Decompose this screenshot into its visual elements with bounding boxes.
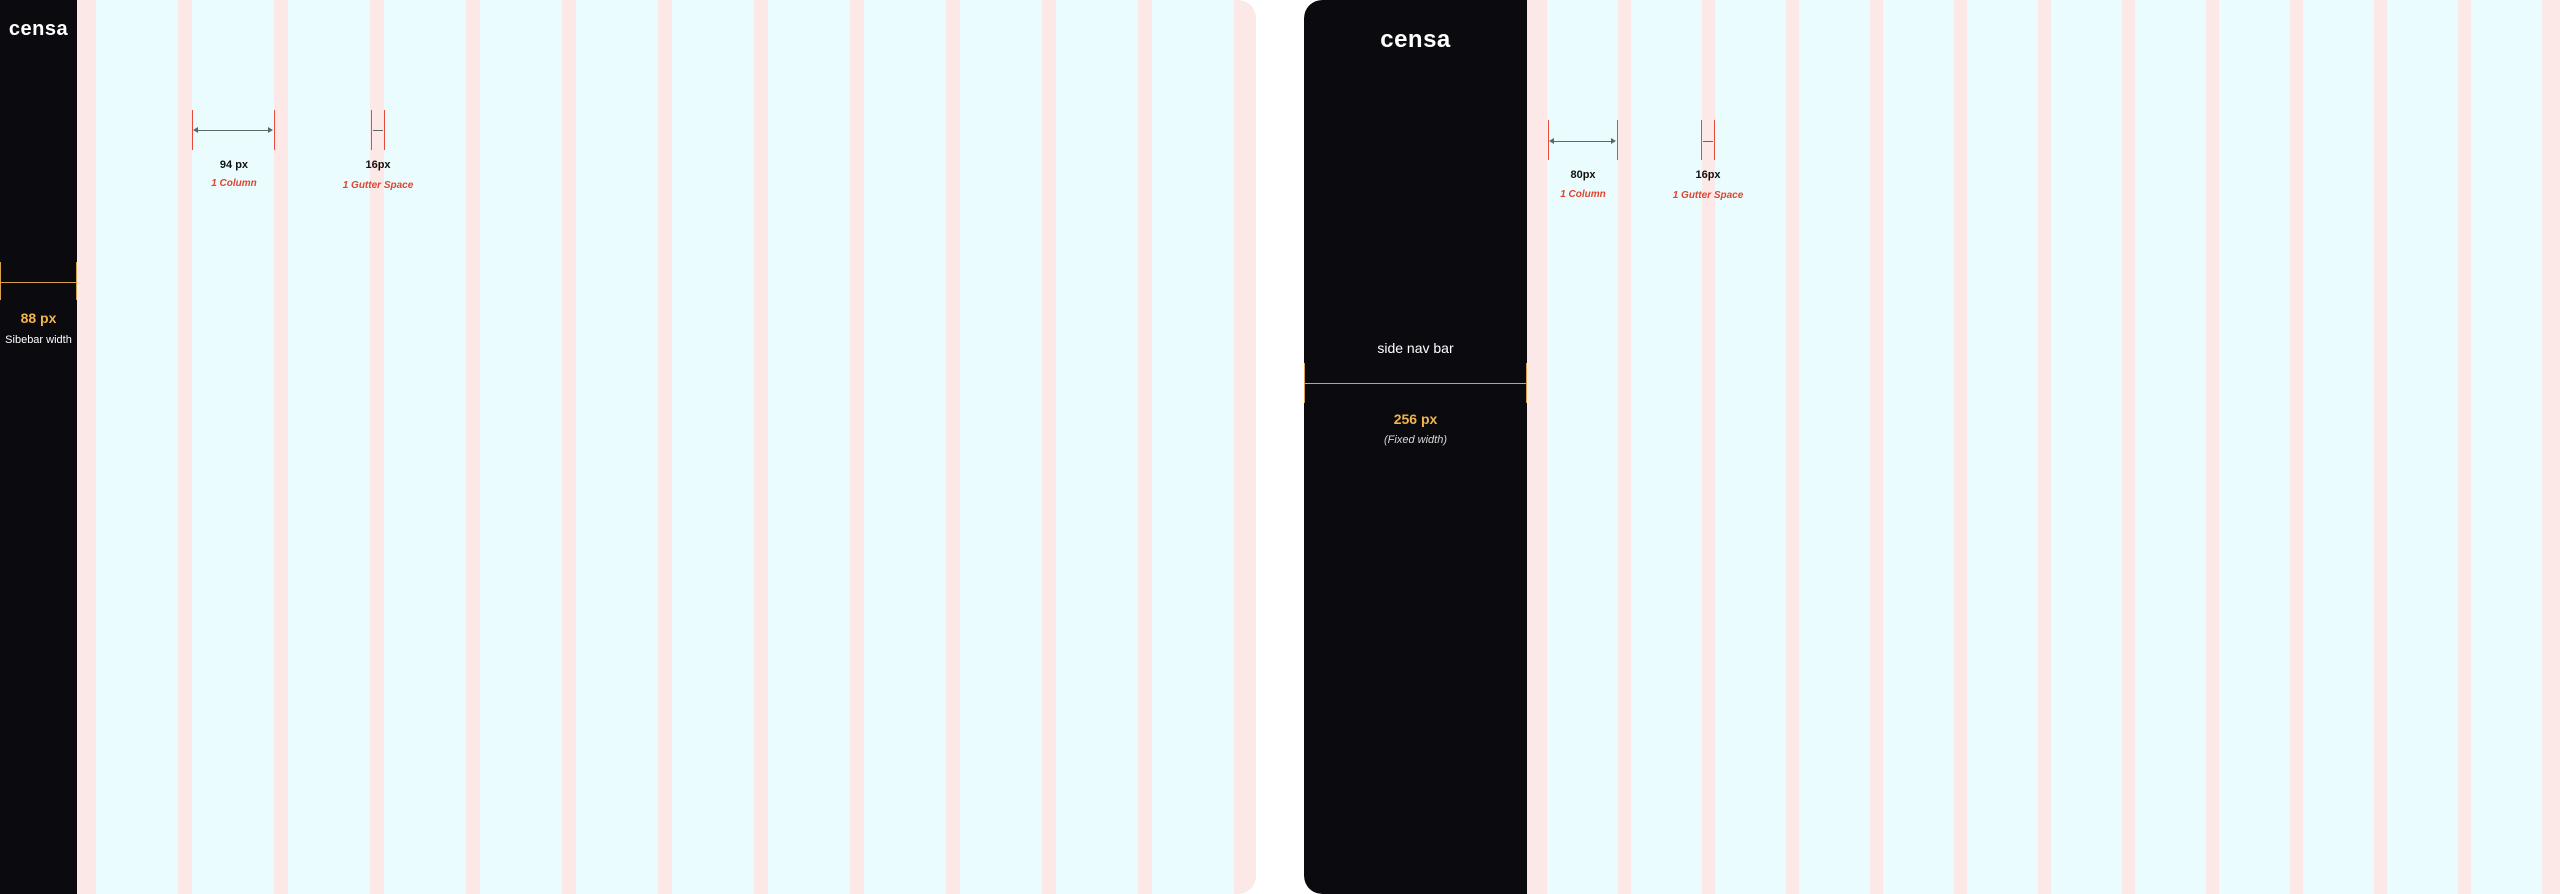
- gutter-measure-line: [373, 130, 383, 131]
- grid-column: [1967, 0, 2038, 894]
- column-arrow-left: [193, 127, 198, 133]
- grid-column: [384, 0, 466, 894]
- gutter-width-value: 16px: [365, 159, 391, 171]
- column-caption: 1 Column: [211, 178, 257, 189]
- grid-frame-left: censa 88 px Sibebar width 94 px 1 Column…: [0, 0, 1256, 894]
- column-measure-tick-right: [274, 110, 275, 150]
- column-width-value: 94 px: [219, 159, 249, 171]
- grid-column: [864, 0, 946, 894]
- side-nav-bar: censa side nav bar 256 px (Fixed width): [1304, 0, 1527, 894]
- grid-column: [2303, 0, 2374, 894]
- column-measure-line: [1551, 141, 1614, 142]
- grid-column: [1883, 0, 1954, 894]
- sidebar-collapsed: censa 88 px Sibebar width: [0, 0, 77, 894]
- nav-measure-line: [1304, 383, 1527, 384]
- column-measure-tick-right: [1617, 120, 1618, 160]
- grid-column: [2471, 0, 2542, 894]
- logo-text: censa: [1380, 26, 1451, 53]
- grid-column: [1715, 0, 1786, 894]
- grid-frame-right: censa side nav bar 256 px (Fixed width) …: [1304, 0, 2560, 894]
- gutter-caption: 1 Gutter Space: [342, 180, 414, 191]
- nav-label: side nav bar: [1377, 340, 1454, 356]
- grid-column: [2051, 0, 2122, 894]
- column-arrow-right: [268, 127, 273, 133]
- gutter-measure-tick-left: [1701, 120, 1702, 160]
- gutter-measure-tick-right: [384, 110, 385, 150]
- grid-column: [672, 0, 754, 894]
- grid-column: [1631, 0, 1702, 894]
- sidebar-measure-line: [0, 282, 77, 283]
- grid-column: [576, 0, 658, 894]
- grid-column: [2219, 0, 2290, 894]
- sidebar-measure-tick-right: [76, 262, 77, 300]
- nav-width-caption: (Fixed width): [1384, 434, 1447, 446]
- grid-column: [768, 0, 850, 894]
- column-measure-line: [195, 130, 271, 131]
- column-measure-tick-left: [192, 110, 193, 150]
- column-arrow-left: [1549, 138, 1554, 144]
- grid-column: [1547, 0, 1618, 894]
- sidebar-width-caption: Sibebar width: [5, 334, 72, 346]
- censa-logo: censa: [1304, 26, 1527, 54]
- column-width-value: 80px: [1570, 169, 1596, 181]
- grid-column: [1799, 0, 1870, 894]
- gutter-measure-tick-right: [1714, 120, 1715, 160]
- grid-column: [480, 0, 562, 894]
- gutter-caption: 1 Gutter Space: [1672, 190, 1744, 201]
- logo-text: censa: [8, 18, 69, 40]
- grid-column: [960, 0, 1042, 894]
- grid-column: [288, 0, 370, 894]
- grid-column: [192, 0, 274, 894]
- gutter-measure-tick-left: [371, 110, 372, 150]
- grid-column: [2135, 0, 2206, 894]
- grid-column: [1152, 0, 1234, 894]
- sidebar-measure-tick-left: [0, 262, 1, 300]
- nav-width-value: 256 px: [1393, 411, 1438, 427]
- censa-logo: censa: [0, 18, 77, 41]
- column-measure-tick-left: [1548, 120, 1549, 160]
- gutter-width-value: 16px: [1695, 169, 1721, 181]
- column-arrow-right: [1611, 138, 1616, 144]
- column-caption: 1 Column: [1560, 189, 1606, 200]
- grid-column: [96, 0, 178, 894]
- grid-column: [1056, 0, 1138, 894]
- grid-column: [2387, 0, 2458, 894]
- gutter-measure-line: [1703, 141, 1713, 142]
- sidebar-width-value: 88 px: [20, 310, 57, 326]
